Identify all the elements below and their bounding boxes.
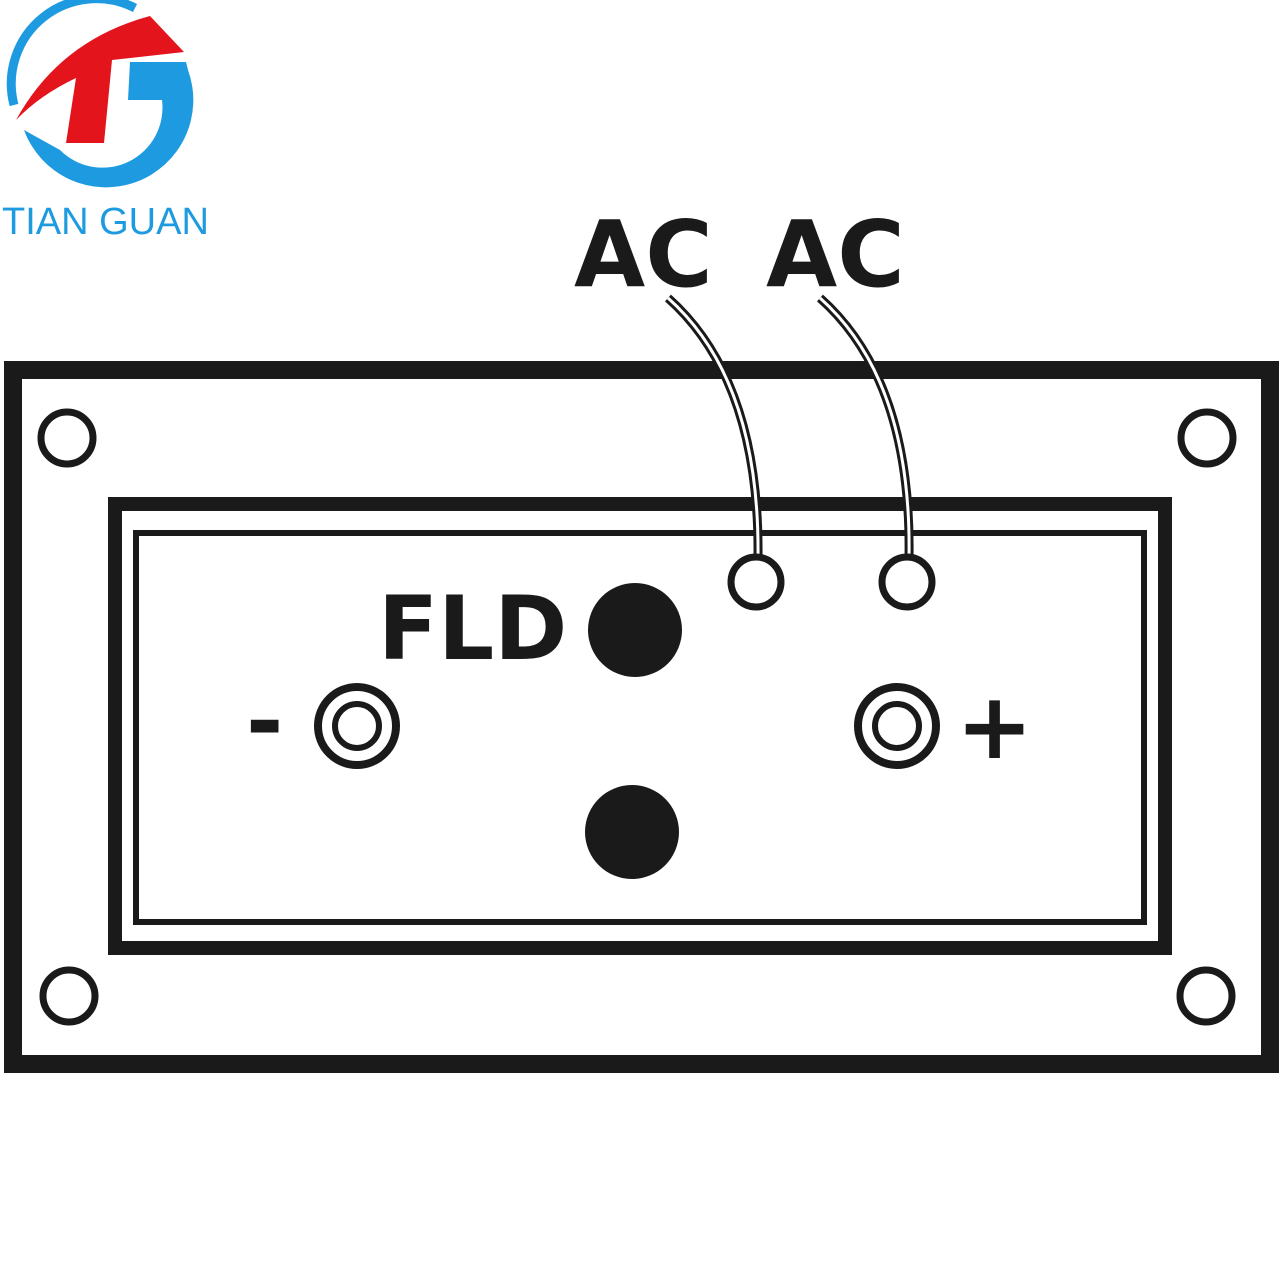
ac-label-left: AC: [574, 201, 713, 308]
inner-frame: [133, 530, 1147, 925]
positive-terminal: [854, 683, 940, 769]
negative-label: -: [246, 669, 283, 774]
tian-guan-logo: TIAN GUAN: [2, 0, 209, 243]
positive-label: +: [956, 673, 1033, 780]
logo-brand-name: TIAN GUAN: [2, 201, 209, 243]
ac-label-right: AC: [766, 201, 905, 308]
mounting-hole-top-left: [37, 408, 97, 468]
logo-blue-g: [24, 62, 194, 188]
mounting-hole-bottom-right: [1176, 966, 1236, 1026]
field-label: FLD: [378, 577, 567, 680]
logo-red-t: [16, 16, 184, 143]
ac-terminal-right: [878, 553, 936, 611]
logo-blue-arc-top: [6, 0, 138, 107]
middle-frame: [108, 497, 1172, 955]
field-terminal-bottom: [585, 785, 679, 879]
ac-terminal-left: [727, 553, 785, 611]
mounting-hole-top-right: [1177, 408, 1237, 468]
field-terminal-top: [588, 583, 682, 677]
mounting-hole-bottom-left: [39, 966, 99, 1026]
ac-wire-left: [665, 294, 763, 559]
negative-terminal: [314, 683, 400, 769]
ac-wire-right: [817, 294, 914, 559]
outer-frame: [4, 361, 1279, 1073]
